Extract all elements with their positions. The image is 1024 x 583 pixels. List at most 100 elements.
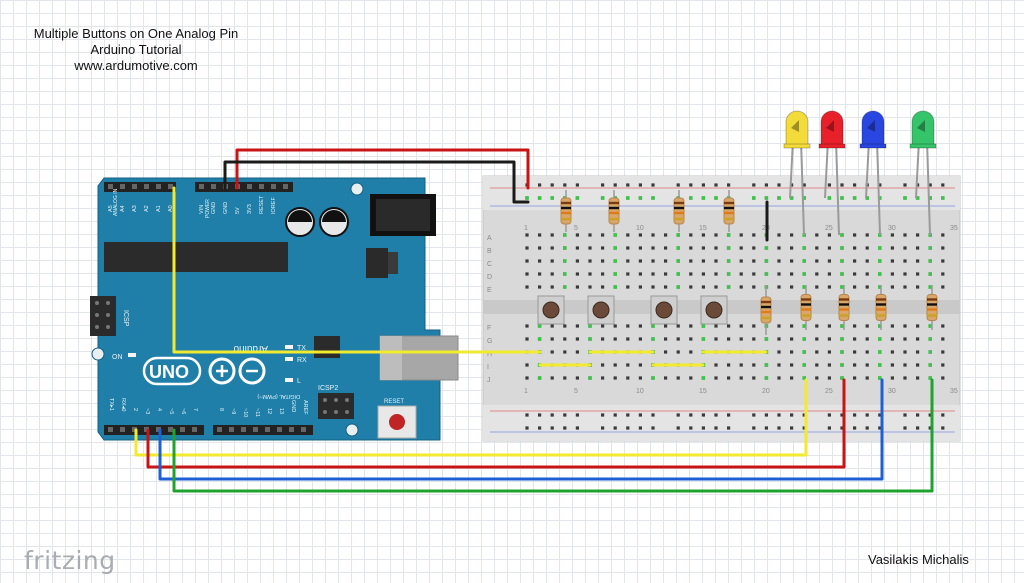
pushbutton-4	[700, 295, 728, 325]
pin-label-3v3: 3V3	[247, 204, 253, 214]
resistors	[560, 190, 938, 335]
bb-col-label-1-bottom: 1	[524, 388, 528, 395]
wire-a0-yellow	[172, 186, 542, 354]
resistor-2	[608, 190, 620, 232]
pin-label-a1: A1	[156, 205, 162, 212]
header-pins	[108, 184, 306, 432]
led-red	[818, 110, 846, 236]
bb-row-label-i: I	[487, 364, 489, 371]
pin-label-aref: AREF	[302, 400, 308, 415]
power-title: POWER	[205, 199, 211, 218]
bb-col-label-30: 30	[888, 225, 896, 232]
bb-row-label-e: E	[487, 287, 492, 294]
bb-row-label-j: J	[487, 377, 491, 384]
pin-label-2: 2	[132, 408, 138, 411]
uno-label: UNO	[149, 362, 189, 382]
diagram-title-block: Multiple Buttons on One Analog Pin Ardui…	[0, 26, 272, 74]
wires	[134, 148, 934, 493]
pushbuttons	[537, 295, 728, 325]
bb-row-label-g: G	[487, 338, 492, 345]
wire-gnd-black	[223, 160, 530, 204]
led-label-on: ON	[112, 354, 123, 361]
pushbutton-3	[650, 295, 678, 325]
resistor-7	[838, 285, 850, 330]
pin-label-3: ~3	[144, 408, 150, 414]
led-yellow	[783, 110, 811, 236]
pin-label-a2: A2	[144, 205, 150, 212]
power-pin-labels: VIN GND GND 5V 3V3 RESET IOREF POWER	[199, 195, 277, 218]
icsp2-header	[318, 393, 354, 419]
resistor-3	[673, 190, 685, 232]
diagram-subtitle: Arduino Tutorial	[90, 42, 182, 57]
author-name: Vasilakis Michalis	[868, 552, 969, 567]
pushbutton-2	[587, 295, 615, 325]
bb-col-label-10: 10	[636, 225, 644, 232]
bb-row-label-b: B	[487, 248, 492, 255]
analog-header	[104, 182, 176, 192]
atmega-chip	[104, 242, 288, 272]
bb-col-label-25: 25	[825, 225, 833, 232]
bb-col-label-1: 1	[524, 225, 528, 232]
resistor-8	[875, 285, 887, 330]
wire-pin4-blue	[158, 378, 884, 481]
pin-label-gnd-1: GND	[211, 202, 217, 214]
voltage-regulator	[366, 248, 388, 278]
pin-label-reset: RESET	[259, 195, 265, 214]
pin-label-gnd-2: GND	[223, 202, 229, 214]
digital-header-low	[104, 425, 204, 435]
bb-col-label-5-bottom: 5	[574, 388, 578, 395]
bb-row-label-d: D	[487, 274, 492, 281]
capacitors	[285, 207, 349, 237]
pin-label-a4: A4	[120, 205, 126, 212]
pin-label-6: ~6	[180, 408, 186, 414]
icsp-header	[90, 296, 116, 336]
resistor-5	[760, 285, 772, 335]
pushbutton-1	[537, 295, 565, 325]
pin-label-vin: VIN	[199, 205, 205, 214]
pin-label-4: 4	[156, 408, 162, 411]
pin-label-5v: 5V	[235, 207, 241, 214]
pin-label-10: ~10	[242, 408, 248, 417]
leds	[783, 110, 937, 236]
power-header	[195, 182, 293, 192]
pin-label-13: 13	[278, 408, 284, 414]
fritzing-logo: fritzing	[24, 546, 116, 575]
pin-label-tx: TX▸1	[108, 398, 114, 411]
resistor-6	[800, 285, 812, 330]
analog-in-title: ANALOG IN	[113, 188, 119, 216]
bb-row-label-f: F	[487, 325, 491, 332]
wire-pin3-red	[146, 378, 846, 469]
pin-label-gnd: GND	[290, 400, 296, 412]
bb-row-label-a: A	[487, 235, 492, 242]
icsp-label: ICSP	[122, 310, 129, 327]
bb-col-label-10-bottom: 10	[636, 388, 644, 395]
arduino-uno-board: A5 A4 A3 A2 A1 A0 ANALOG IN VIN GND GND …	[90, 177, 459, 441]
wire-5v-red	[235, 148, 530, 190]
pin-label-8: 8	[218, 408, 224, 411]
bb-col-label-20-bottom: 20	[762, 388, 770, 395]
pin-label-a5: A5	[108, 205, 114, 212]
arduino-logo: Arduino UNO	[142, 343, 268, 386]
wire-pin2-yellow	[134, 378, 808, 457]
pin-label-12: 12	[266, 408, 272, 414]
led-label-rx: RX	[297, 357, 307, 364]
digital-pin-labels: TX▸1 RX◂0 2 ~3 4 ~5 ~6 7 8 ~9 ~10 ~11 12…	[108, 398, 308, 417]
wire-pin5-green	[172, 378, 934, 493]
pin-label-7: 7	[192, 408, 198, 411]
pin-label-5: ~5	[168, 408, 174, 414]
led-blue	[859, 110, 887, 236]
bb-col-label-15-bottom: 15	[699, 388, 707, 395]
resistor-9	[926, 285, 938, 330]
bb-col-label-25-bottom: 25	[825, 388, 833, 395]
reset-label: RESET	[384, 399, 404, 405]
pin-label-11: ~11	[254, 408, 260, 417]
diagram-title: Multiple Buttons on One Analog Pin	[33, 26, 239, 41]
icsp2-label: ICSP2	[318, 385, 338, 392]
bb-row-label-h: H	[487, 351, 492, 358]
arduino-brand-text: Arduino	[233, 343, 268, 354]
led-green	[909, 110, 937, 236]
resistor-1	[560, 190, 572, 232]
pin-label-rx: RX◂0	[120, 398, 126, 411]
led-label-l: L	[297, 378, 301, 385]
resistor-4	[723, 190, 735, 232]
